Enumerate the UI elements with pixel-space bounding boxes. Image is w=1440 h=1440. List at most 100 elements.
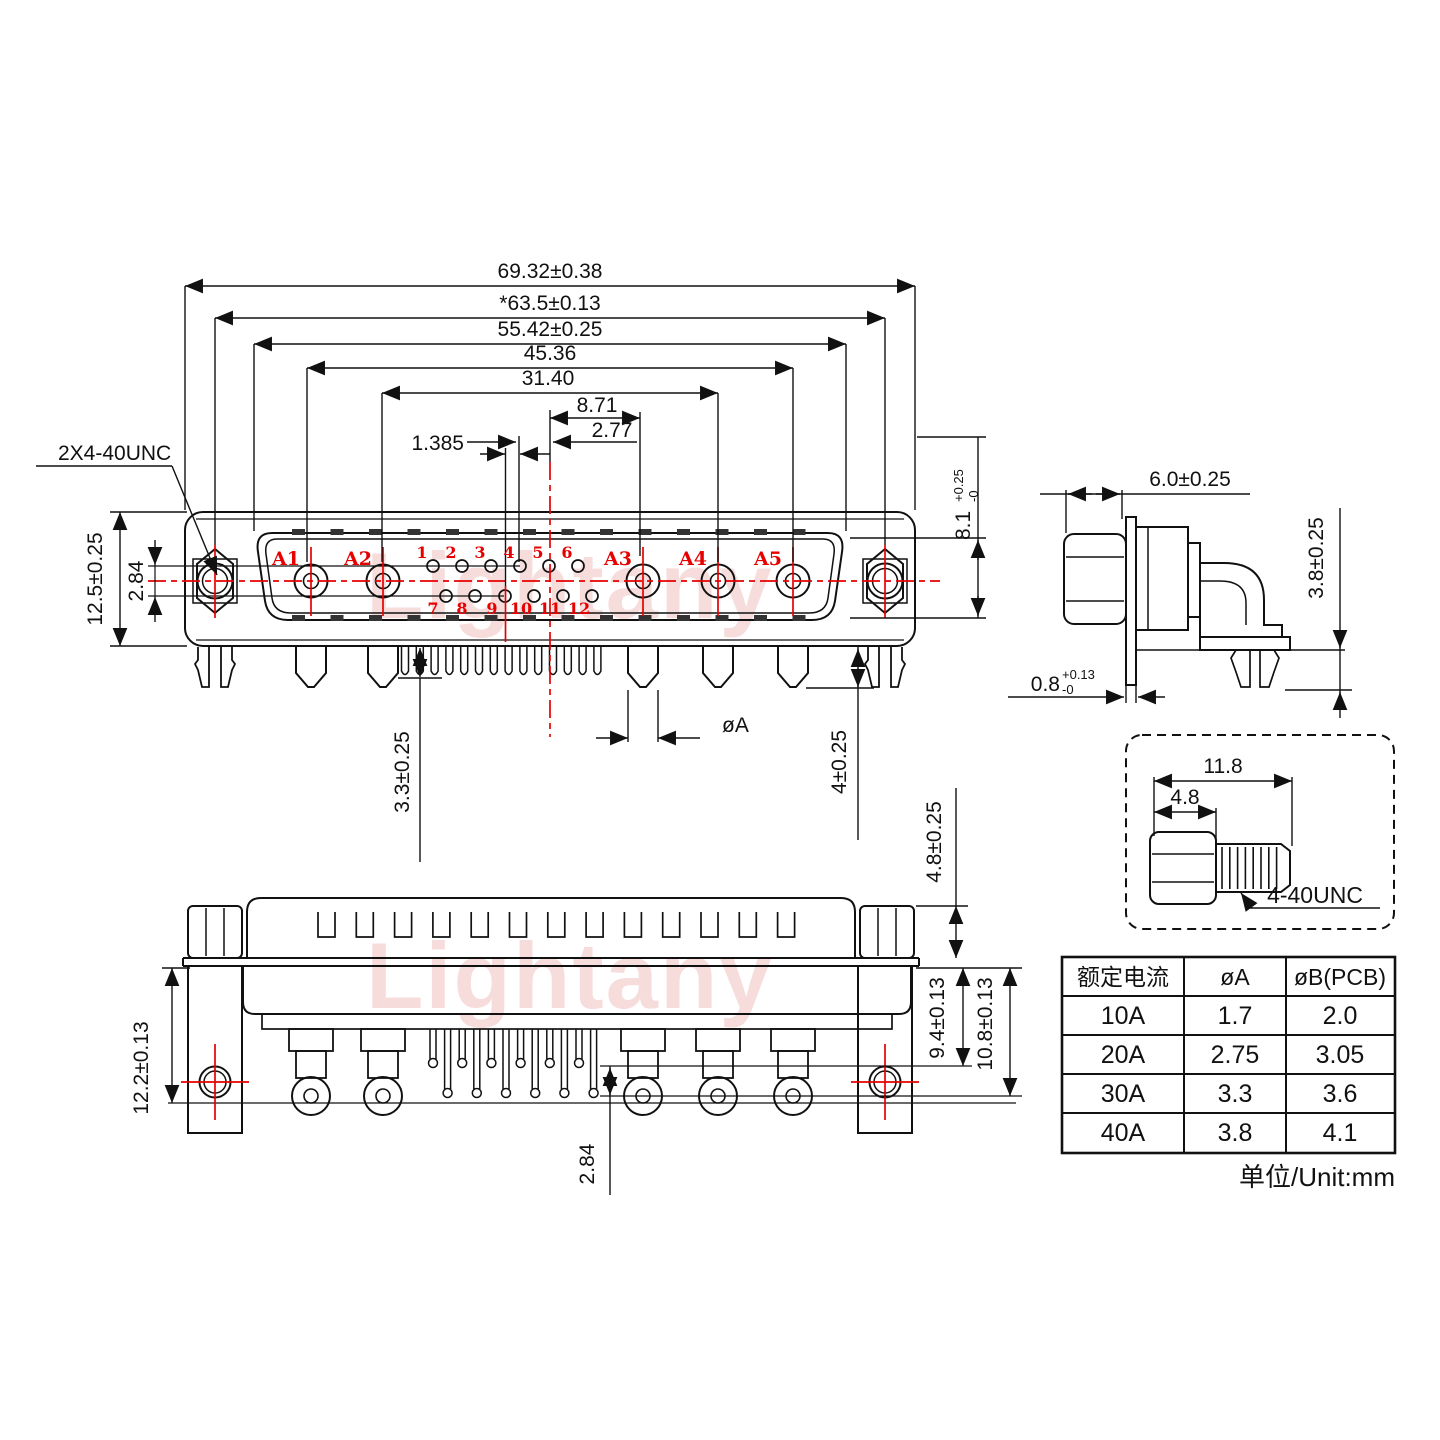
pin-number-label: 11 (539, 599, 561, 618)
pin-number-label: 12 (568, 599, 590, 618)
shroud-tick (715, 615, 729, 621)
shroud-tick (292, 529, 305, 535)
signal-pin-foot (456, 1057, 468, 1069)
signal-pin-tail (533, 647, 543, 676)
dim-screw-head-length: 4.8 (1170, 786, 1199, 809)
shroud-tick (792, 615, 806, 621)
side-view-labels: 6.0±0.25 3.8±0.25 0.8 +0.13 -0 (1031, 468, 1328, 697)
dim-shroud-height-tol-plus: +0.25 (951, 469, 966, 502)
shroud-tick (369, 615, 382, 621)
signal-pin-foot (500, 1087, 512, 1099)
rear-shell-slot (776, 912, 796, 938)
signal-pin-hole (513, 559, 527, 573)
rear-shell-slot (508, 912, 528, 938)
shroud-tick (523, 615, 536, 621)
shroud-tick (446, 529, 459, 535)
pin-number-label: 2 (445, 543, 456, 562)
shroud-tick (407, 615, 421, 621)
signal-pin-hole (571, 559, 585, 573)
signal-pin-foot (573, 1057, 585, 1069)
power-pin-shoulder (360, 1028, 406, 1052)
signal-pin-tail (593, 647, 602, 676)
shroud-tick (407, 529, 421, 535)
power-pin-stem (367, 1050, 399, 1079)
rear-shell-slot (355, 912, 375, 938)
shroud-tick (523, 529, 536, 535)
screw-threads (1221, 847, 1278, 889)
signal-pin-foot (544, 1057, 556, 1069)
coax-label: A1 (271, 548, 300, 570)
dim-screw-total-length: 11.8 (1203, 755, 1242, 778)
spec-table (1060, 955, 1397, 1155)
dim-pin-pitch: 2.77 (592, 419, 633, 442)
press-fit-pegs (193, 647, 907, 688)
table-cell: 3.6 (1323, 1080, 1358, 1108)
dim-shroud-height: 8.1 (952, 511, 975, 540)
power-pin-stem (295, 1050, 327, 1079)
dim-span-a1-a5: 45.36 (524, 342, 577, 365)
rear-shell-slot (585, 912, 604, 938)
dim-long-pin-reach: 10.8±0.13 (974, 977, 997, 1070)
shroud-tick (484, 529, 498, 535)
signal-pin-foot (515, 1057, 526, 1069)
dim-short-pin-reach: 9.4±0.13 (926, 977, 949, 1059)
power-pin-tip (375, 1088, 391, 1104)
dim-bracket-height: 12.2±0.13 (130, 1021, 153, 1114)
table-cell: 1.7 (1218, 1002, 1253, 1030)
dim-center-to-a3: 8.71 (577, 394, 618, 417)
signal-pin-foot (427, 1057, 439, 1069)
table-cell: 20A (1101, 1041, 1146, 1069)
pin-number-label: 7 (427, 599, 438, 618)
power-pin-tails (295, 647, 809, 688)
rear-shell-slot (470, 912, 490, 938)
shroud-tick (600, 529, 613, 535)
watermark-text-bottom: Lightany (366, 923, 774, 1028)
shroud-tick (330, 615, 344, 621)
shroud-tick (754, 529, 767, 535)
rear-shell-slot (700, 912, 719, 938)
shroud-tick (369, 529, 382, 535)
power-pin-tip (303, 1088, 319, 1104)
dim-shroud-height-group: 8.1 +0.25 -0 (951, 469, 981, 540)
dim-shroud-height-tol-minus: -0 (966, 490, 981, 502)
rear-shell-slot (432, 912, 451, 938)
dim-signal-pin-length: 3.3±0.25 (391, 731, 414, 813)
shroud-tick (715, 529, 729, 535)
table-cell: 3.8 (1218, 1119, 1253, 1147)
shroud-tick (446, 615, 459, 621)
coax-label: A3 (603, 548, 632, 570)
power-pin-tail (295, 647, 327, 688)
signal-pin-hole (527, 589, 541, 603)
press-fit-peg (863, 647, 880, 688)
signal-pin-hole (426, 559, 440, 573)
press-fit-peg (890, 647, 907, 688)
rear-shell-slot (393, 912, 413, 938)
power-pin-stem (627, 1050, 659, 1079)
table-cell: 2.0 (1323, 1002, 1358, 1030)
pin-number-label: 6 (561, 543, 572, 562)
shroud-tick (600, 615, 613, 621)
shroud-tick (561, 615, 575, 621)
signal-pin-foot (471, 1087, 483, 1099)
dim-mount-span: *63.5±0.13 (499, 292, 600, 315)
signal-pin-tails (400, 647, 602, 676)
signal-pin-tail (489, 647, 499, 676)
signal-pin-hole (468, 589, 482, 603)
signal-pin-tail (578, 647, 587, 676)
unit-note: 单位/Unit:mm (1239, 1162, 1395, 1192)
dim-flange-thickness-tol-plus: +0.13 (1062, 667, 1095, 682)
rear-shell-slot (317, 912, 336, 938)
signal-pin-tail (430, 647, 439, 676)
power-pin-barrel (363, 1076, 403, 1116)
front-dimensions (36, 278, 986, 862)
signal-pin-hole (455, 559, 469, 573)
table-cell: 3.3 (1218, 1080, 1253, 1108)
shroud-tick (330, 529, 344, 535)
thread-note: 2X4-40UNC (58, 442, 171, 465)
power-pin-tail (777, 647, 809, 688)
dim-power-pin-length: 4±0.25 (828, 730, 851, 794)
